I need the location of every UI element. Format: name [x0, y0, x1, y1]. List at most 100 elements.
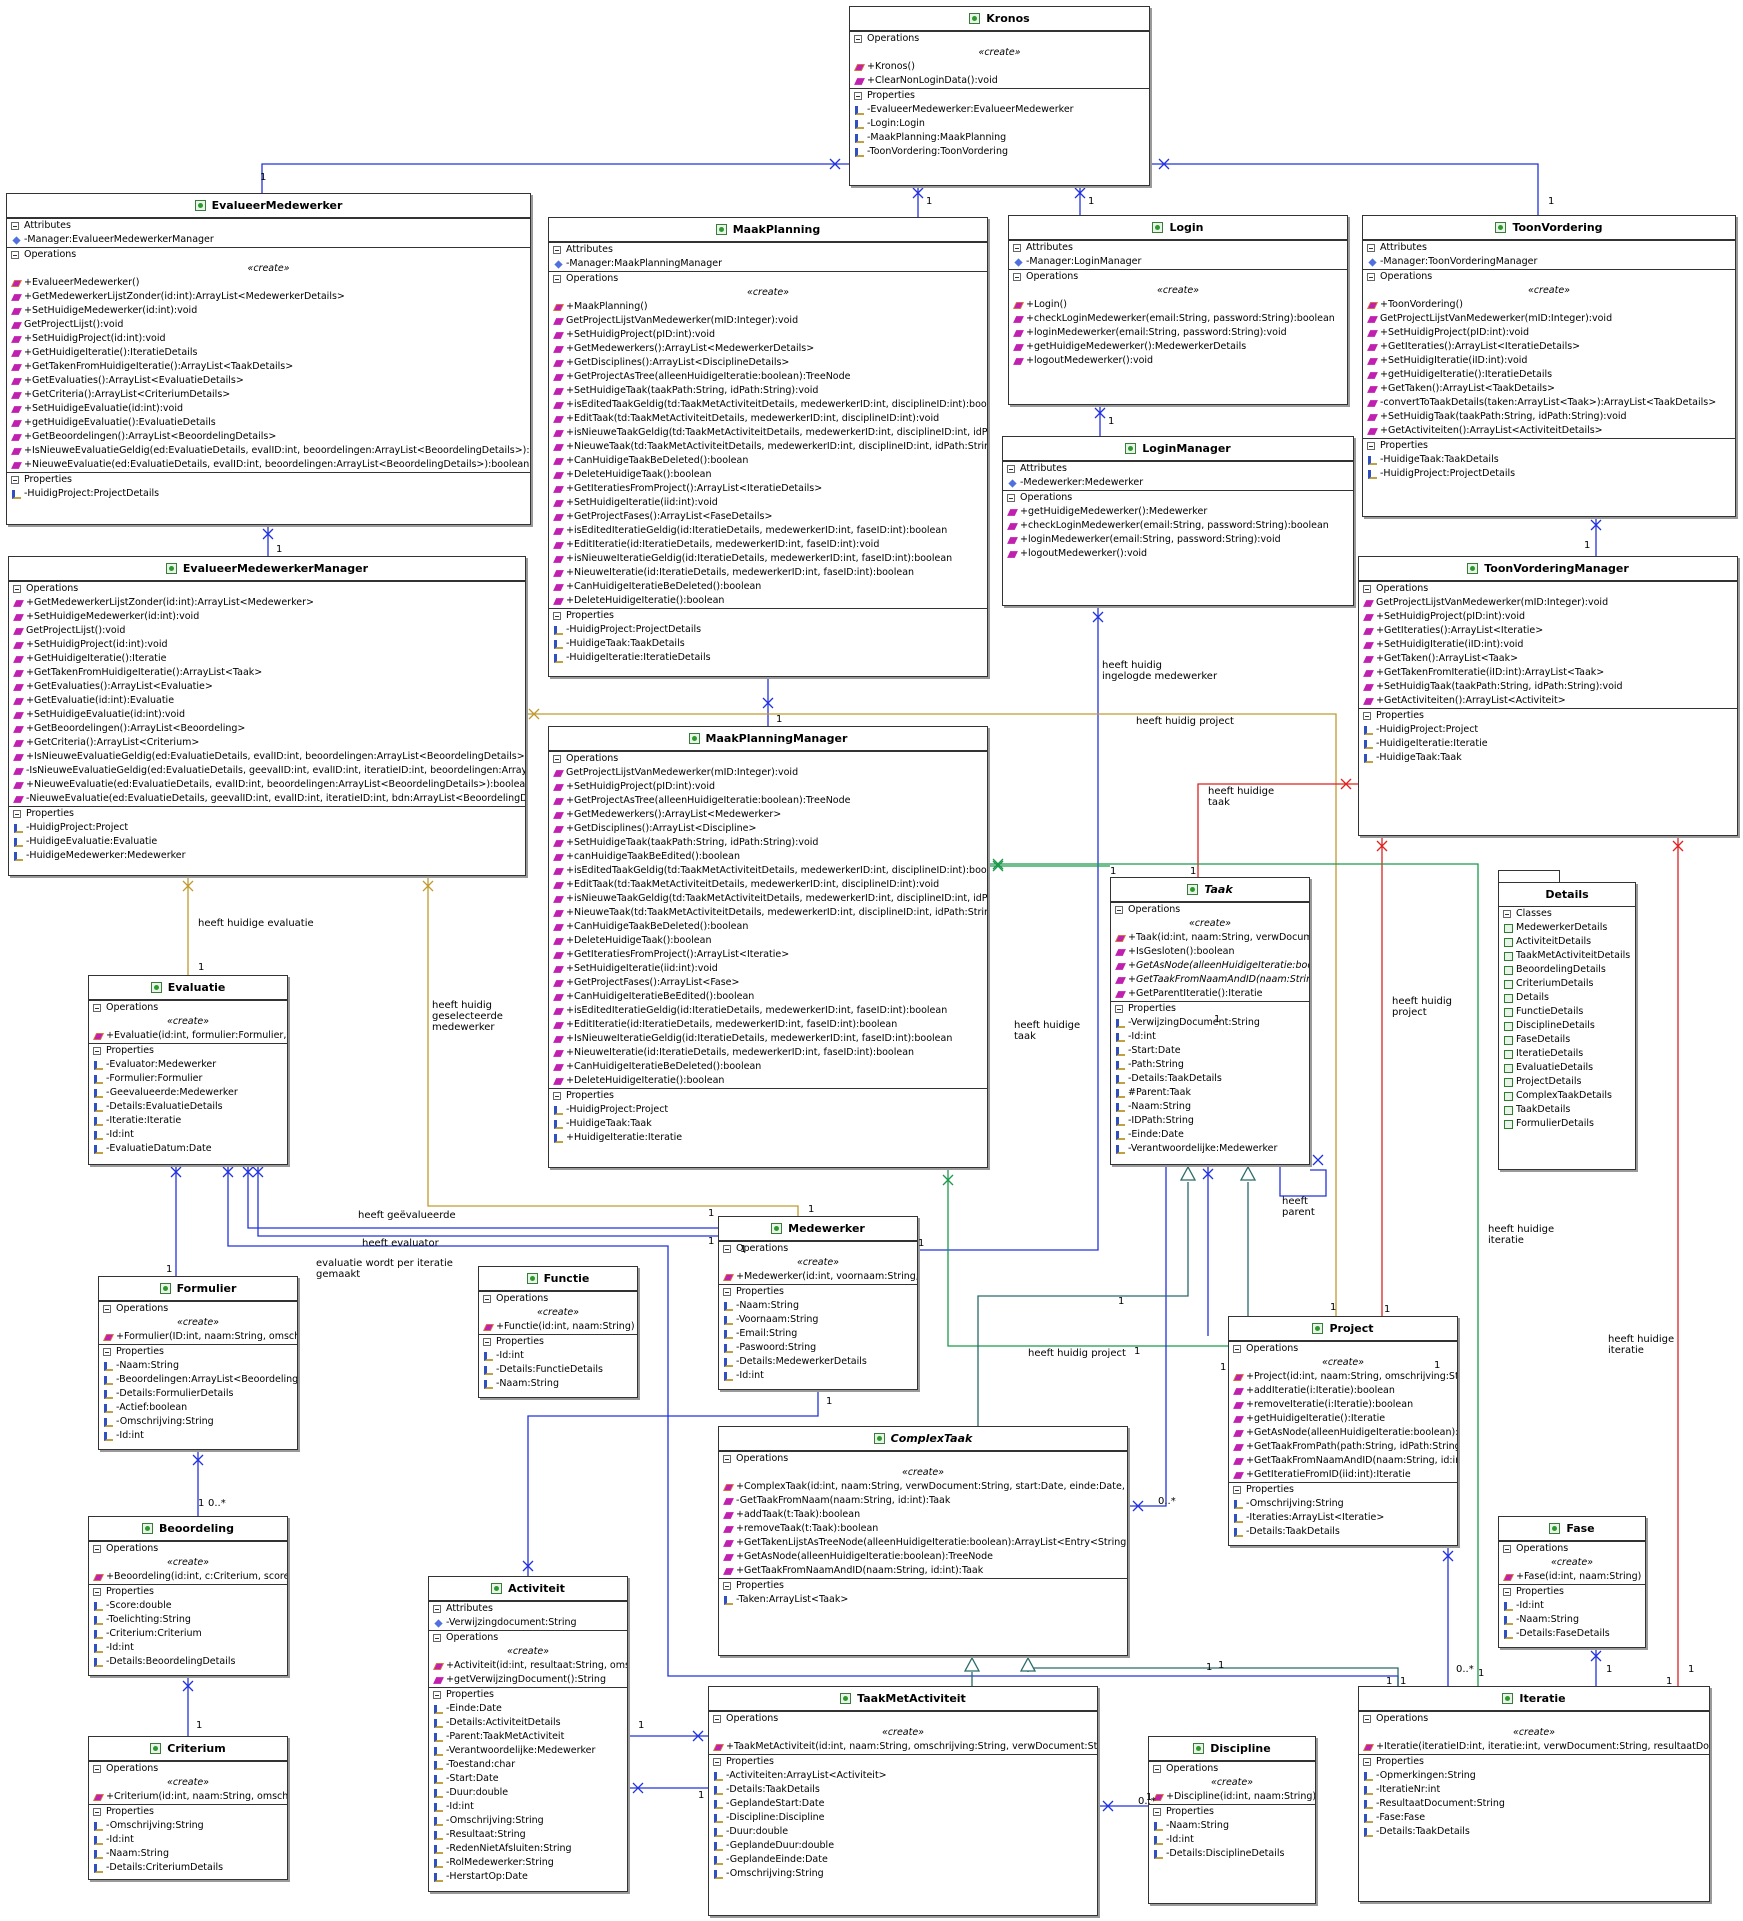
operation-row[interactable]: +SetHuidigeIteratie(iid:int):void	[549, 962, 987, 976]
operation-row[interactable]: GetProjectLijstVanMedewerker(mID:Integer…	[1363, 312, 1735, 326]
operation-row[interactable]: +IsNieuweEvaluatieGeldig(ed:EvaluatieDet…	[7, 444, 530, 458]
collapse-toggle-icon[interactable]	[433, 1605, 441, 1613]
operation-row[interactable]: +DeleteHuidigeIteratie():boolean	[549, 1074, 987, 1088]
section-header[interactable]: Operations	[1499, 1542, 1645, 1556]
property-row[interactable]: -Details:FaseDetails	[1499, 1627, 1645, 1641]
constructor-row[interactable]: +Activiteit(id:int, resultaat:String, om…	[429, 1659, 627, 1673]
constructor-row[interactable]: +ToonVordering()	[1363, 298, 1735, 312]
operation-row[interactable]: +GetTakenFromHuidigeIteratie():ArrayList…	[7, 360, 530, 374]
collapse-toggle-icon[interactable]	[854, 35, 862, 43]
property-row[interactable]: -Iteraties:ArrayList<Iteratie>	[1229, 1511, 1457, 1525]
constructor-row[interactable]: +Fase(id:int, naam:String)	[1499, 1570, 1645, 1584]
operation-row[interactable]: +logoutMedewerker():void	[1003, 547, 1353, 561]
property-row[interactable]: -Geevalueerde:Medewerker	[89, 1086, 287, 1100]
property-row[interactable]: -Naam:String	[479, 1377, 637, 1391]
association-line[interactable]	[247, 1165, 718, 1229]
operation-row[interactable]: +CanHuidigeIteratieBeDeleted():boolean	[549, 580, 987, 594]
operation-row[interactable]: +getHuidigeIteratie():Iteratie	[1229, 1412, 1457, 1426]
property-row[interactable]: -Omschrijving:String	[709, 1867, 1097, 1881]
property-row[interactable]: -Resultaat:String	[429, 1828, 627, 1842]
collapse-toggle-icon[interactable]	[553, 612, 561, 620]
property-row[interactable]: -HuidigeTaak:Taak	[1359, 751, 1737, 765]
operation-row[interactable]: -IsNieuweEvaluatieGeldig(ed:EvaluatieDet…	[9, 764, 525, 778]
association-line[interactable]	[257, 1165, 718, 1237]
operation-row[interactable]: -GetTaakFromNaam(naam:String, id:int):Ta…	[719, 1494, 1127, 1508]
operation-row[interactable]: +NieuweTaak(td:TaakMetActiviteitDetails,…	[549, 906, 987, 920]
property-row[interactable]: -Omschrijving:String	[429, 1814, 627, 1828]
operation-row[interactable]: +SetHuidigProject(pID:int):void	[549, 328, 987, 342]
collapse-toggle-icon[interactable]	[553, 246, 561, 254]
association-line[interactable]	[527, 1390, 819, 1576]
constructor-row[interactable]: +Functie(id:int, naam:String)	[479, 1320, 637, 1334]
property-row[interactable]: -Voornaam:String	[719, 1313, 917, 1327]
operation-row[interactable]: +GetEvaluaties():ArrayList<EvaluatieDeta…	[7, 374, 530, 388]
package-class-item[interactable]: FormulierDetails	[1499, 1117, 1635, 1131]
section-header[interactable]: Operations	[549, 272, 987, 286]
property-row[interactable]: -ToonVordering:ToonVordering	[850, 145, 1149, 159]
operation-row[interactable]: +DeleteHuidigeTaak():boolean	[549, 934, 987, 948]
property-row[interactable]: -EvalueerMedewerker:EvalueerMedewerker	[850, 103, 1149, 117]
property-row[interactable]: -EvaluatieDatum:Date	[89, 1142, 287, 1156]
package-class-item[interactable]: ActiviteitDetails	[1499, 935, 1635, 949]
operation-row[interactable]: +EditTaak(td:TaakMetActiviteitDetails, m…	[549, 878, 987, 892]
property-row[interactable]: -Toestand:char	[429, 1758, 627, 1772]
operation-row[interactable]: +removeIteratie(i:Iteratie):boolean	[1229, 1398, 1457, 1412]
collapse-toggle-icon[interactable]	[1013, 273, 1021, 281]
operation-row[interactable]: +GetAsNode(alleenHuidigeIteratie:boolean…	[1229, 1426, 1457, 1440]
property-row[interactable]: -Criterium:Criterium	[89, 1627, 287, 1641]
package-class-item[interactable]: TaakDetails	[1499, 1103, 1635, 1117]
collapse-toggle-icon[interactable]	[1363, 1715, 1371, 1723]
operation-row[interactable]: +SetHuidigeIteratie(iid:int):void	[549, 496, 987, 510]
operation-row[interactable]: +isEditedTaakGeldig(td:TaakMetActiviteit…	[549, 864, 987, 878]
operation-row[interactable]: +isNieuweTaakGeldig(td:TaakMetActiviteit…	[549, 426, 987, 440]
section-header[interactable]: Operations	[1111, 903, 1309, 917]
property-row[interactable]: -Duur:double	[429, 1786, 627, 1800]
collapse-toggle-icon[interactable]	[483, 1338, 491, 1346]
collapse-toggle-icon[interactable]	[11, 476, 19, 484]
property-row[interactable]: -Naam:String	[89, 1847, 287, 1861]
operation-row[interactable]: +getHuidigeEvaluatie():EvaluatieDetails	[7, 416, 530, 430]
operation-row[interactable]: +CanHuidigeTaakBeDeleted():boolean	[549, 920, 987, 934]
section-header[interactable]: Operations	[1229, 1342, 1457, 1356]
operation-row[interactable]: +checkLoginMedewerker(email:String, pass…	[1003, 519, 1353, 533]
section-header[interactable]: Operations	[1363, 270, 1735, 284]
section-header[interactable]: Operations	[549, 752, 987, 766]
operation-row[interactable]: +logoutMedewerker():void	[1009, 354, 1347, 368]
section-header[interactable]: Properties	[1111, 1002, 1309, 1016]
section-header[interactable]: Operations	[1149, 1762, 1315, 1776]
operation-row[interactable]: +CanHuidigeIteratieBeEdited():boolean	[549, 990, 987, 1004]
collapse-toggle-icon[interactable]	[553, 755, 561, 763]
association-line[interactable]	[1150, 163, 1539, 215]
operation-row[interactable]: +IsNieuweEvaluatieGeldig(ed:EvaluatieDet…	[9, 750, 525, 764]
collapse-toggle-icon[interactable]	[553, 275, 561, 283]
collapse-toggle-icon[interactable]	[854, 92, 862, 100]
operation-row[interactable]: +GetCriteria():ArrayList<Criterium>	[9, 736, 525, 750]
property-row[interactable]: -Score:double	[89, 1599, 287, 1613]
operation-row[interactable]: +loginMedewerker(email:String, password:…	[1009, 326, 1347, 340]
property-row[interactable]: -HuidigeTaak:TaakDetails	[1363, 453, 1735, 467]
collapse-toggle-icon[interactable]	[483, 1295, 491, 1303]
operation-row[interactable]: +GetIteraties():ArrayList<Iteratie>	[1359, 624, 1737, 638]
section-header[interactable]: Operations	[850, 32, 1149, 46]
property-row[interactable]: -Id:int	[89, 1641, 287, 1655]
property-row[interactable]: -Discipline:Discipline	[709, 1811, 1097, 1825]
property-row[interactable]: -Id:int	[99, 1429, 297, 1443]
collapse-toggle-icon[interactable]	[1013, 244, 1021, 252]
operation-row[interactable]: +GetIteratieFromID(iid:int):Iteratie	[1229, 1468, 1457, 1482]
collapse-toggle-icon[interactable]	[93, 1047, 101, 1055]
constructor-row[interactable]: +Criterium(id:int, naam:String, omschrij…	[89, 1790, 287, 1804]
operation-row[interactable]: +SetHuidigeEvaluatie(id:int):void	[7, 402, 530, 416]
operation-row[interactable]: +isNieuweIteratieGeldig(id:IteratieDetai…	[549, 552, 987, 566]
property-row[interactable]: -Evaluator:Medewerker	[89, 1058, 287, 1072]
section-header[interactable]: Operations	[719, 1452, 1127, 1466]
operation-row[interactable]: +DeleteHuidigeIteratie():boolean	[549, 594, 987, 608]
constructor-row[interactable]: +Project(id:int, naam:String, omschrijvi…	[1229, 1370, 1457, 1384]
